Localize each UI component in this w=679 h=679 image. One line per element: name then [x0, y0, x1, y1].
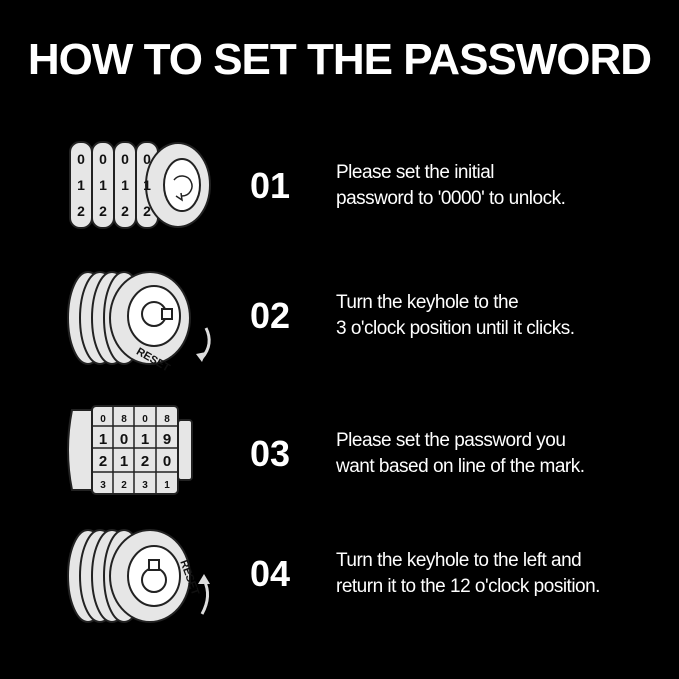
step-description: Please set the password you want based o…: [336, 428, 666, 480]
step-1: 0 0 0 0 1 1 1 1 2 2 2 2 01 Please set th…: [0, 128, 679, 248]
step-description-line: return it to the 12 o'clock position.: [336, 576, 600, 597]
dial-digit: 1: [121, 177, 129, 193]
dial-digit: 0: [121, 151, 129, 167]
dial-digit: 0: [163, 453, 171, 470]
step-number: 02: [250, 295, 291, 336]
step-4: RESET 04 Turn the keyhole to the left an…: [0, 516, 679, 636]
dial-digit: 8: [121, 414, 127, 425]
dial-digit: 2: [141, 453, 149, 470]
page-title: HOW TO SET THE PASSWORD: [27, 35, 652, 84]
step-number: 03: [250, 433, 291, 474]
dial-digit: 8: [164, 414, 170, 425]
step-description: Turn the keyhole to the left and return …: [336, 548, 666, 600]
step-2: RESET 02 Turn the keyhole to the 3 o'clo…: [0, 258, 679, 378]
dial-digit: 2: [121, 203, 129, 219]
step-number: 01: [250, 165, 291, 206]
lock-front-view-icon: 0 8 0 8 1 0 1 9 2 1 2 0 3 2 3 1: [67, 405, 193, 495]
dial-digit: 2: [99, 453, 107, 470]
dial-digit: 1: [143, 177, 151, 193]
dial-digit: 0: [100, 414, 106, 425]
dial-digit: 1: [99, 431, 107, 448]
dial-digit: 1: [141, 431, 149, 448]
dial-digit: 2: [121, 480, 127, 491]
dial-digit: 9: [163, 431, 171, 448]
dial-digit: 3: [100, 480, 106, 491]
step-description-line: Please set the initial: [336, 162, 495, 183]
lock-keyhole-return-icon: RESET: [67, 529, 210, 623]
dial-digit: 1: [77, 177, 85, 193]
step-description-line: Please set the password you: [336, 430, 566, 451]
dial-digit: 2: [143, 203, 151, 219]
dial-digit: 0: [99, 151, 107, 167]
step-description-line: password to '0000' to unlock.: [336, 188, 566, 209]
step-description-line: Turn the keyhole to the left and: [336, 550, 582, 571]
step-number: 04: [250, 553, 291, 594]
step-description-line: want based on line of the mark.: [336, 456, 585, 477]
dial-digit: 2: [77, 203, 85, 219]
step-description: Turn the keyhole to the 3 o'clock positi…: [336, 290, 666, 342]
dial-digit: 1: [120, 453, 128, 470]
dial-digit: 1: [164, 480, 170, 491]
dial-digit: 1: [99, 177, 107, 193]
step-3: 0 8 0 8 1 0 1 9 2 1 2 0 3 2 3 1 03 Pleas…: [0, 396, 679, 516]
dial-digit: 3: [142, 480, 148, 491]
step-description-line: Turn the keyhole to the: [336, 292, 519, 313]
dial-digit: 0: [120, 431, 128, 448]
dial-digit: 0: [77, 151, 85, 167]
step-description: Please set the initial password to '0000…: [336, 160, 666, 212]
dial-digit: 2: [99, 203, 107, 219]
step-description-line: 3 o'clock position until it clicks.: [336, 318, 575, 339]
dial-digit: 0: [143, 151, 151, 167]
lock-side-view-icon: 0 0 0 0 1 1 1 1 2 2 2 2: [69, 141, 211, 229]
dial-digit: 0: [142, 414, 148, 425]
lock-keyhole-reset-icon: RESET: [67, 271, 211, 375]
